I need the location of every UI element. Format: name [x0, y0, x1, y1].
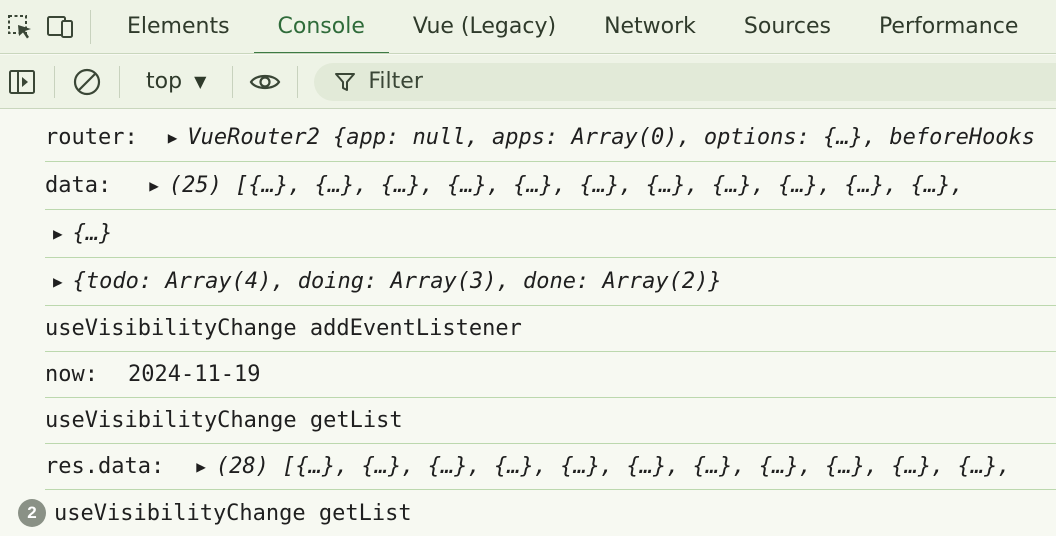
expand-arrow-icon[interactable]: ▶	[196, 457, 206, 476]
message-object: VueRouter2 {app: null, apps: Array(0), o…	[187, 125, 1036, 150]
expand-arrow-icon[interactable]: ▶	[149, 176, 159, 195]
expand-arrow-icon[interactable]: ▶	[53, 224, 63, 243]
tab-performance[interactable]: Performance	[878, 13, 1019, 39]
filter-icon	[335, 72, 356, 91]
toolbar-divider	[232, 65, 234, 98]
message-object: (25) [{…}, {…}, {…}, {…}, {…}, {…}, {…},…	[168, 173, 964, 198]
inspect-element-button[interactable]	[0, 0, 40, 53]
message-text: useVisibilityChange addEventListener	[45, 316, 522, 341]
filter-input[interactable]: Filter	[314, 62, 1056, 101]
devtools-tab-bar: Elements Console Vue (Legacy) Network So…	[0, 0, 1056, 54]
console-toolbar: top ▼ Filter	[0, 55, 1056, 109]
device-toolbar-icon	[47, 15, 73, 38]
context-value: top	[146, 69, 183, 94]
javascript-context-select[interactable]: top ▼	[130, 69, 222, 94]
message-object: (28) [{…}, {…}, {…}, {…}, {…}, {…}, {…},…	[215, 454, 1011, 479]
inspect-icon	[8, 14, 31, 38]
clear-console-button[interactable]	[65, 55, 109, 108]
show-sidebar-button[interactable]	[0, 55, 44, 108]
expand-arrow-icon[interactable]: ▶	[167, 128, 178, 147]
message-label: data:	[45, 173, 112, 198]
console-message: useVisibilityChange addEventListener	[45, 306, 1056, 352]
repeat-count-badge: 2	[18, 499, 46, 527]
dropdown-arrow-icon: ▼	[194, 72, 207, 91]
message-object: {…}	[72, 221, 113, 246]
tab-console[interactable]: Console	[253, 0, 390, 53]
console-message[interactable]: res.data: ▶ (28) [{…}, {…}, {…}, {…}, {……	[45, 444, 1056, 490]
tab-network[interactable]: Network	[604, 13, 696, 39]
console-message[interactable]: ▶ {…}	[45, 210, 1056, 258]
message-object: {todo: Array(4), doing: Array(3), done: …	[72, 269, 722, 294]
device-toolbar-button[interactable]	[40, 0, 80, 53]
toolbar-divider	[297, 65, 299, 98]
tab-sources[interactable]: Sources	[743, 13, 831, 39]
live-expression-button[interactable]	[243, 55, 287, 108]
console-message[interactable]: ▶ {todo: Array(4), doing: Array(3), done…	[45, 258, 1056, 306]
tab-elements[interactable]: Elements	[127, 13, 230, 39]
clear-console-icon	[73, 68, 101, 95]
expand-arrow-icon[interactable]: ▶	[53, 272, 63, 291]
tab-vue-legacy[interactable]: Vue (Legacy)	[412, 13, 557, 39]
sidebar-toggle-icon	[9, 69, 35, 94]
message-label: now:	[45, 362, 98, 387]
message-text: useVisibilityChange getList	[54, 500, 412, 526]
tab-bar-divider	[90, 9, 91, 44]
console-message: useVisibilityChange getList	[45, 398, 1056, 444]
message-text: useVisibilityChange getList	[45, 408, 403, 433]
message-label: router:	[45, 125, 138, 150]
message-label: res.data:	[45, 454, 165, 479]
console-messages: router: ▶ VueRouter2 {app: null, apps: A…	[0, 110, 1056, 536]
console-message: now: 2024-11-19	[45, 352, 1056, 398]
console-message[interactable]: data: ▶ (25) [{…}, {…}, {…}, {…}, {…}, {…	[45, 162, 1056, 210]
toolbar-divider	[54, 65, 55, 98]
console-message[interactable]: router: ▶ VueRouter2 {app: null, apps: A…	[45, 114, 1056, 162]
eye-icon	[250, 74, 281, 89]
message-text: 2024-11-19	[127, 362, 261, 387]
toolbar-divider	[119, 65, 120, 98]
filter-placeholder: Filter	[368, 69, 423, 94]
console-message: useVisibilityChange getList	[54, 490, 1056, 536]
